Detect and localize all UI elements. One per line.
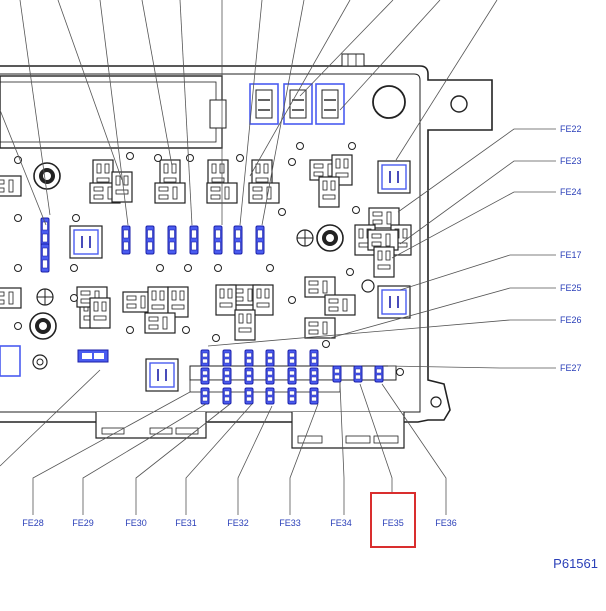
label-fe36: FE36 — [435, 518, 457, 528]
connector-left — [69, 225, 103, 259]
top-connector-group — [249, 83, 345, 125]
label-fe35: FE35 — [382, 518, 404, 528]
label-fe34: FE34 — [330, 518, 352, 528]
label-fe33: FE33 — [279, 518, 301, 528]
connector-bottom-left — [145, 358, 179, 392]
label-fe24: FE24 — [560, 187, 582, 197]
bottom-label-group: FE28 FE29 FE30 FE31 FE32 FE33 FE34 FE35 … — [22, 518, 457, 528]
connector-right-upper — [377, 160, 411, 194]
leader-lines — [0, 0, 556, 515]
fe35-highlight-box — [370, 492, 416, 548]
connector-right-lower — [377, 285, 411, 319]
connector-edge-left — [0, 345, 21, 377]
reference-code: P61561 — [553, 556, 598, 571]
label-fe23: FE23 — [560, 156, 582, 166]
label-fe30: FE30 — [125, 518, 147, 528]
label-fe27: FE27 — [560, 363, 582, 373]
fuse-block-lower — [189, 349, 397, 405]
right-label-group: FE22 FE23 FE24 FE17 FE25 FE26 FE27 — [560, 124, 582, 373]
label-fe26: FE26 — [560, 315, 582, 325]
label-fe22: FE22 — [560, 124, 582, 134]
fastener-group — [14, 142, 404, 376]
label-fe17: FE17 — [560, 250, 582, 260]
label-fe28: FE28 — [22, 518, 44, 528]
fuse-box-housing — [0, 53, 493, 449]
fuse-row-upper — [40, 217, 265, 363]
label-fe32: FE32 — [227, 518, 249, 528]
label-fe31: FE31 — [175, 518, 197, 528]
label-fe29: FE29 — [72, 518, 94, 528]
label-fe25: FE25 — [560, 283, 582, 293]
